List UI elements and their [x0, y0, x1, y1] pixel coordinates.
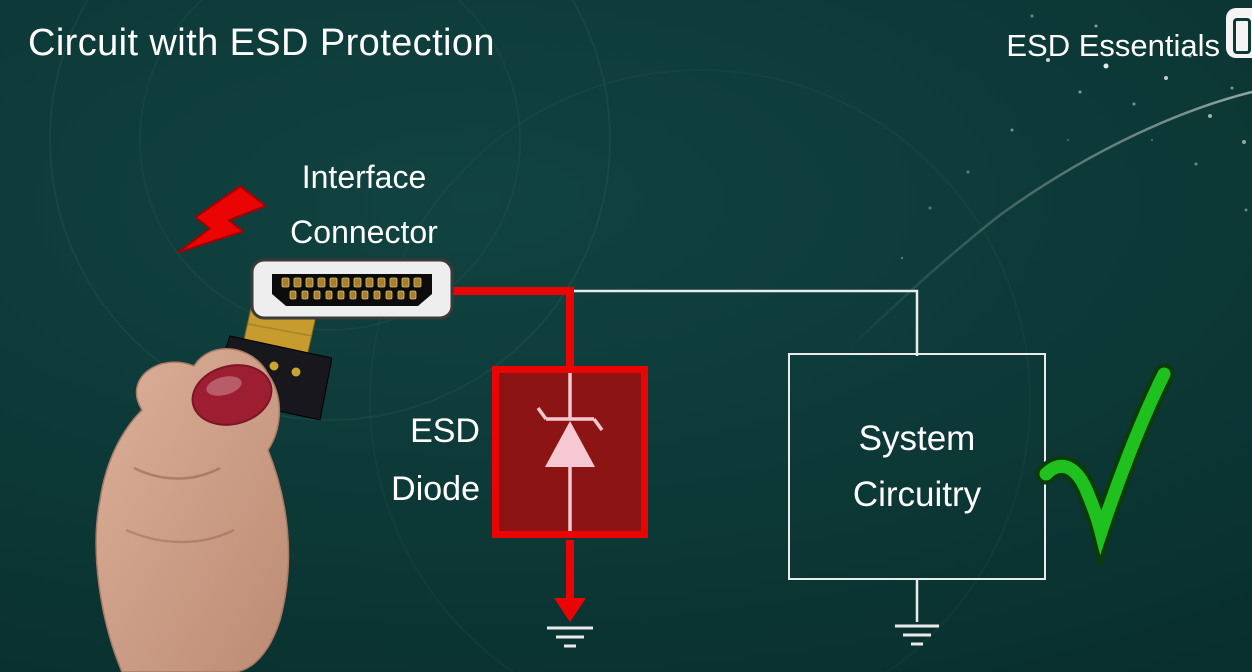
plug-screw-dot [291, 367, 301, 377]
diode-triangle [545, 421, 595, 467]
esd-diode-box [492, 366, 648, 538]
plug-shaft-seam [247, 323, 313, 337]
esd-diode-label: ESD Diode [340, 402, 480, 518]
wire-to-system [570, 289, 919, 356]
ground-icon [895, 624, 939, 646]
connector-pins [281, 277, 422, 300]
connector-label-line1: Interface [301, 159, 427, 195]
finger-crease [125, 528, 235, 544]
esd-diode-label-line2: Diode [391, 470, 480, 508]
ground-icon [547, 626, 593, 648]
background-circles [49, 0, 611, 421]
finger-crease [133, 466, 221, 480]
light-streak-curve [844, 90, 1252, 353]
lightning-icon [177, 185, 267, 254]
channel-logo [1226, 8, 1252, 58]
esd-diode-symbol [536, 373, 604, 531]
connector-label: Interface Connector [232, 150, 496, 260]
thumbnail-painted [191, 364, 273, 426]
wire-connector-to-diode [448, 287, 574, 370]
hand-shape [95, 348, 290, 672]
esd-diode-label-line1: ESD [410, 412, 480, 450]
checkmark-icon [1035, 363, 1175, 568]
nail-highlight [206, 376, 242, 396]
page-title: Circuit with ESD Protection [28, 22, 495, 64]
hand-image [95, 303, 332, 672]
hdmi-connector-icon [250, 258, 454, 320]
system-box-label-line1: System [858, 418, 976, 458]
ground-arrowhead [554, 598, 586, 622]
sparkles [900, 14, 1248, 260]
connector-label-line2: Connector [290, 214, 438, 250]
brand-title: ESD Essentials [1006, 28, 1220, 63]
system-box-label-line2: Circuitry [852, 474, 982, 514]
plug-screw-dot [269, 361, 279, 371]
channel-logo-mark [1233, 18, 1251, 54]
system-circuitry-box: System Circuitry [788, 353, 1046, 580]
